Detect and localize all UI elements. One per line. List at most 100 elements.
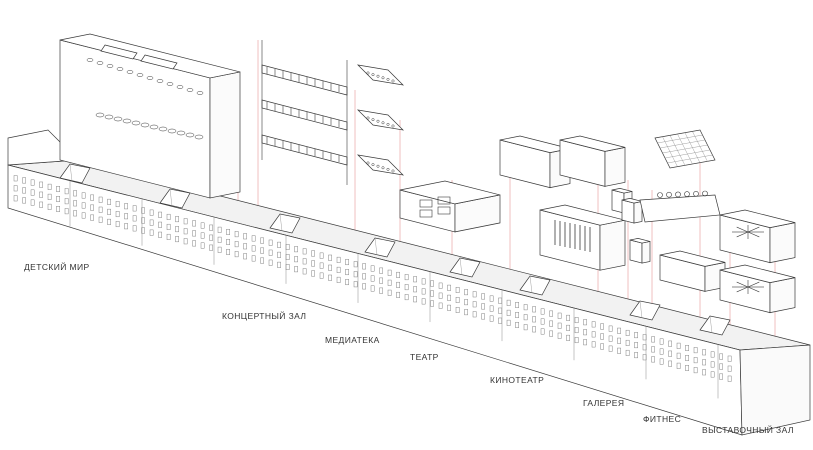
toy-element <box>186 88 194 92</box>
facade-window <box>166 223 171 230</box>
facade-window <box>413 276 417 283</box>
toy-element <box>122 118 132 124</box>
facade-window <box>158 211 162 218</box>
facade-window <box>98 216 103 223</box>
facade-window <box>404 284 409 291</box>
facade-window <box>132 225 137 232</box>
facade-window <box>727 375 732 382</box>
building-end-facade <box>739 344 811 436</box>
facade-window <box>506 309 511 316</box>
facade-window <box>30 189 35 196</box>
facade-window <box>625 339 630 346</box>
module-cinema-hall <box>539 204 626 271</box>
facade-window <box>73 210 77 217</box>
label-cinema: КИНОТЕАТР <box>490 375 545 385</box>
facade-window <box>302 258 307 265</box>
module-cinema-room <box>559 135 626 187</box>
facade-window <box>243 233 247 240</box>
facade-window <box>166 213 171 220</box>
facade-window <box>515 312 519 318</box>
toy-element <box>96 61 104 65</box>
facade-window <box>659 338 664 345</box>
facade-window <box>438 302 443 309</box>
facade-window <box>617 347 621 354</box>
facade-window <box>209 244 213 251</box>
grid-line <box>667 154 713 164</box>
facade-window <box>727 355 732 362</box>
facade-window <box>668 340 672 347</box>
facade-window <box>702 359 706 366</box>
toy-element <box>113 116 123 122</box>
media-desk <box>371 163 375 167</box>
facade-window <box>22 197 26 204</box>
facade-window <box>353 261 358 268</box>
facade-window <box>56 186 60 192</box>
module-theatre <box>399 180 501 233</box>
facade-window <box>549 320 553 327</box>
facade-window <box>659 358 664 365</box>
facade-window <box>175 226 179 233</box>
toy-element <box>95 112 105 118</box>
facade-window <box>90 204 94 211</box>
facade-window <box>702 349 706 356</box>
toy-element <box>126 70 134 74</box>
facade-window <box>124 203 128 210</box>
facade-window <box>141 227 145 234</box>
gallery-partition-top <box>629 238 651 244</box>
module-exhibition-upper <box>719 209 796 264</box>
facade-window <box>532 306 536 313</box>
facade-window <box>574 337 579 344</box>
media-desk <box>371 118 375 122</box>
facade-window <box>234 241 239 248</box>
facade-window <box>166 233 171 240</box>
facade-window <box>90 194 94 201</box>
facade-window <box>22 187 26 194</box>
facade-window <box>413 286 417 293</box>
facade-window <box>251 255 256 262</box>
facade-window <box>47 193 52 200</box>
roof-panel <box>140 54 178 70</box>
facade-window <box>566 334 570 341</box>
facade-window <box>447 294 451 301</box>
facade-window <box>608 325 613 332</box>
facade-window <box>158 221 162 228</box>
gable-ridge <box>459 257 463 276</box>
facade-window <box>183 218 188 225</box>
toy-element <box>194 134 204 140</box>
facade-window <box>217 236 222 243</box>
facade-window <box>455 286 460 293</box>
roof-gables <box>59 163 731 336</box>
facade-window <box>39 201 43 208</box>
facade-window <box>549 330 553 337</box>
media-plate <box>356 109 405 131</box>
facade-window <box>404 294 409 301</box>
facade-window <box>64 208 69 215</box>
exhibition-radial-wall <box>736 231 749 238</box>
media-desk <box>391 124 395 128</box>
facade-window <box>387 289 392 296</box>
facade-window <box>693 357 698 364</box>
facade-window <box>472 311 477 318</box>
toy-element <box>196 91 204 95</box>
facade-window <box>39 181 43 188</box>
facade-window <box>668 360 672 367</box>
facade-window <box>56 196 60 202</box>
facade-window <box>30 179 35 186</box>
main-building-block <box>7 129 811 436</box>
facade-window <box>30 199 35 206</box>
facade-window <box>600 333 604 340</box>
facade-window <box>260 237 264 244</box>
facade-window <box>685 345 689 351</box>
roof-gable <box>269 213 301 234</box>
facade-window <box>668 350 672 357</box>
facade-window <box>22 177 26 184</box>
facade-window <box>302 268 307 275</box>
facade-window <box>328 264 332 271</box>
facade-window <box>345 279 349 286</box>
toy-element <box>176 85 184 89</box>
facade-window <box>217 246 222 253</box>
gallery-partition-front <box>629 239 643 264</box>
fitness-equipment <box>693 191 699 197</box>
facade-window <box>141 207 145 214</box>
